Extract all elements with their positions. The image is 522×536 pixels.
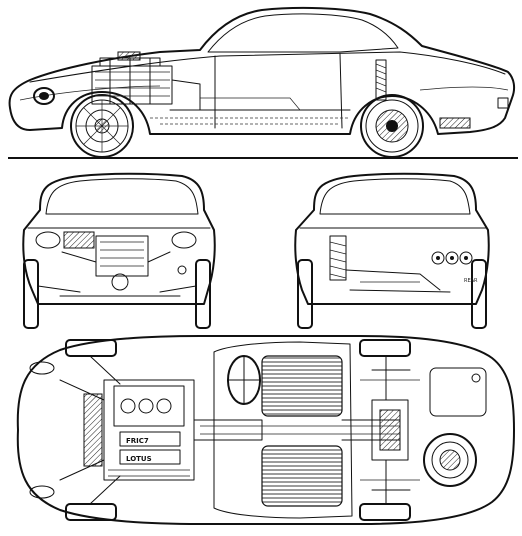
rear-scale-note: REAR xyxy=(464,278,478,284)
plan-cockpit-outline xyxy=(213,341,353,519)
plan-engine: FRIC7 LOTUS xyxy=(83,379,195,481)
plan-body-outline xyxy=(16,335,515,525)
side-headlight xyxy=(33,87,55,105)
side-belt-line xyxy=(29,51,506,83)
plan-seat-right xyxy=(261,445,343,507)
side-window xyxy=(207,13,399,53)
front-windshield xyxy=(45,178,199,215)
side-body-outline xyxy=(8,6,516,135)
plan-front-left-wheel xyxy=(65,339,117,357)
side-exhaust xyxy=(150,117,350,125)
plan-spare-wheel xyxy=(423,433,477,487)
side-view xyxy=(8,6,518,159)
rear-coil-spring xyxy=(329,235,347,281)
plan-seat-left xyxy=(261,355,343,417)
front-tire-right xyxy=(195,259,211,329)
plan-fuel-tank xyxy=(429,367,487,417)
side-engine-cutaway xyxy=(91,51,201,111)
engine-label-top: FRIC7 xyxy=(126,437,149,445)
front-engine-cutaway xyxy=(61,231,187,291)
side-door-line xyxy=(214,53,343,129)
plan-front-right-wheel xyxy=(65,503,117,521)
rear-window xyxy=(319,178,471,215)
front-body-outline xyxy=(22,172,216,305)
plan-rear-left-wheel xyxy=(359,339,411,357)
rear-tire-right xyxy=(471,259,487,329)
engine-label-bottom: LOTUS xyxy=(126,455,152,463)
rear-tire-left xyxy=(297,259,313,329)
front-headlight-right xyxy=(171,231,197,249)
side-rear-strut xyxy=(375,59,387,101)
rear-lights xyxy=(431,251,473,265)
rear-body-outline xyxy=(294,172,490,305)
plan-rear-right-wheel xyxy=(359,503,411,521)
front-tire-left xyxy=(23,259,39,329)
side-front-wheel xyxy=(70,94,134,158)
plan-backbone xyxy=(193,419,401,441)
front-headlight-left xyxy=(35,231,61,249)
rear-view: REAR xyxy=(294,172,490,329)
front-view xyxy=(22,172,216,329)
plan-rear-suspension xyxy=(360,355,420,505)
side-rear-wheel xyxy=(360,94,424,158)
plan-steering-wheel xyxy=(227,355,261,405)
plan-view: FRIC7 LOTUS xyxy=(16,335,515,525)
